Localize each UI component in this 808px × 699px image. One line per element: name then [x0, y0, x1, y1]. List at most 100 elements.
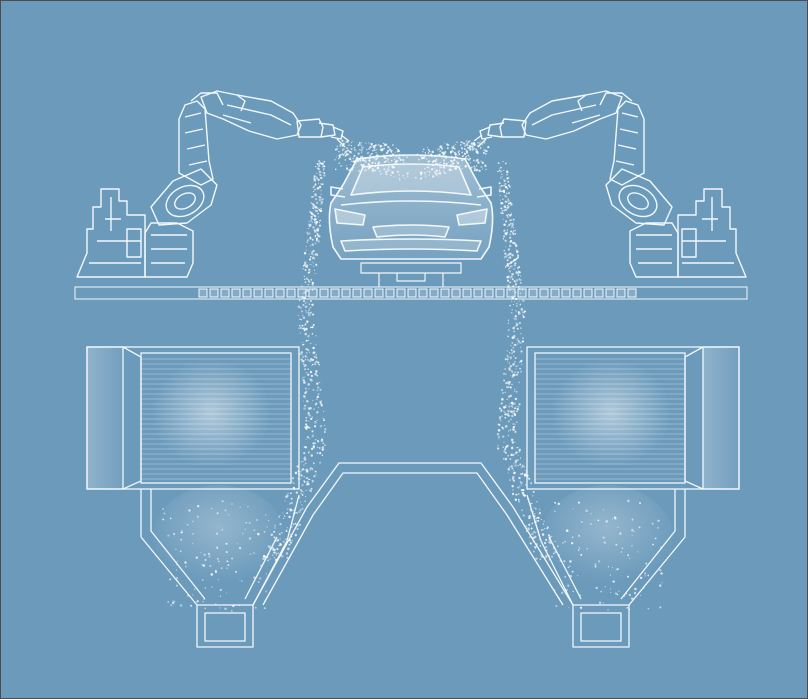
spray-particle — [187, 595, 188, 596]
spray-particle — [304, 252, 306, 254]
spray-particle — [312, 222, 313, 223]
spray-particle — [310, 343, 311, 344]
spray-particle — [512, 489, 513, 490]
spray-particle — [307, 335, 309, 337]
spray-particle — [355, 160, 357, 162]
spray-particle — [500, 207, 502, 209]
conveyor-slat — [375, 289, 383, 297]
spray-particle — [311, 243, 314, 246]
spray-particle — [311, 326, 313, 328]
spray-particle — [462, 168, 463, 169]
spray-particle — [520, 296, 522, 298]
spray-particle — [509, 352, 510, 353]
spray-particle — [302, 342, 303, 343]
spray-particle — [498, 429, 501, 432]
spray-particle — [464, 145, 466, 147]
spray-particle — [306, 352, 308, 354]
spray-particle — [652, 544, 654, 546]
spray-particle — [307, 312, 310, 315]
spray-particle — [513, 365, 514, 366]
spray-particle — [312, 333, 313, 334]
spray-particle — [304, 392, 306, 394]
spray-particle — [510, 205, 511, 206]
spray-particle — [510, 375, 511, 376]
spray-particle — [516, 305, 517, 306]
spray-particle — [507, 410, 509, 412]
spray-particle — [300, 474, 302, 476]
spray-particle — [443, 162, 445, 164]
spray-particle — [293, 482, 294, 483]
spray-particle — [510, 253, 511, 254]
spray-particle — [314, 189, 316, 191]
spray-particle — [519, 322, 521, 324]
spray-particle — [482, 162, 484, 164]
spray-particle — [305, 340, 307, 342]
spray-particle — [500, 420, 501, 421]
spray-particle — [316, 173, 317, 174]
spray-particle — [277, 553, 278, 554]
spray-particle — [383, 154, 384, 155]
spray-particle — [323, 165, 325, 167]
spray-particle — [305, 420, 307, 422]
spray-particle — [293, 509, 295, 511]
spray-particle — [338, 162, 340, 164]
spray-particle — [503, 230, 504, 231]
spray-particle — [476, 170, 478, 172]
spray-particle — [197, 505, 199, 507]
spray-particle — [575, 588, 576, 589]
spray-particle — [231, 503, 232, 504]
spray-particle — [429, 151, 431, 153]
spray-particle — [514, 464, 517, 467]
spray-particle — [510, 395, 512, 397]
spray-particle — [516, 374, 518, 376]
spray-particle — [308, 284, 309, 285]
spray-particle — [312, 359, 314, 361]
spray-particle — [216, 546, 218, 548]
spray-particle — [323, 168, 325, 170]
conveyor-slat — [540, 289, 548, 297]
spray-particle — [564, 576, 566, 578]
spray-particle — [304, 380, 305, 381]
spray-particle — [507, 472, 508, 473]
spray-particle — [533, 541, 535, 543]
spray-particle — [299, 318, 300, 319]
spray-particle — [346, 165, 347, 166]
spray-particle — [507, 200, 509, 202]
spray-particle — [375, 144, 377, 146]
spray-particle — [306, 250, 307, 251]
spray-particle — [384, 145, 385, 146]
spray-particle — [509, 363, 510, 364]
spray-particle — [291, 510, 292, 511]
spray-particle — [566, 529, 569, 532]
spray-particle — [315, 404, 317, 406]
spray-particle — [176, 585, 178, 587]
spray-particle — [497, 447, 499, 449]
spray-particle — [640, 595, 641, 596]
spray-particle — [586, 548, 587, 549]
spray-particle — [514, 262, 516, 264]
spray-particle — [258, 581, 260, 583]
spray-particle — [513, 331, 515, 333]
spray-particle — [307, 359, 309, 361]
spray-particle — [507, 455, 509, 457]
spray-particle — [304, 318, 305, 319]
spray-particle — [510, 410, 512, 412]
spray-particle — [383, 166, 384, 167]
spray-particle — [310, 454, 313, 457]
spray-particle — [314, 425, 316, 427]
spray-particle — [505, 240, 507, 242]
spray-particle — [368, 142, 369, 143]
spray-particle — [389, 154, 391, 156]
spray-particle — [313, 254, 314, 255]
spray-particle — [505, 425, 508, 428]
spray-particle — [197, 516, 199, 518]
spray-particle — [523, 494, 525, 496]
spray-particle — [382, 173, 383, 174]
spray-particle — [218, 561, 220, 563]
spray-particle — [185, 566, 187, 568]
spray-particle — [521, 510, 522, 511]
spray-particle — [640, 577, 642, 579]
spray-particle — [379, 170, 381, 172]
spray-particle — [627, 554, 629, 556]
spray-particle — [509, 245, 512, 248]
